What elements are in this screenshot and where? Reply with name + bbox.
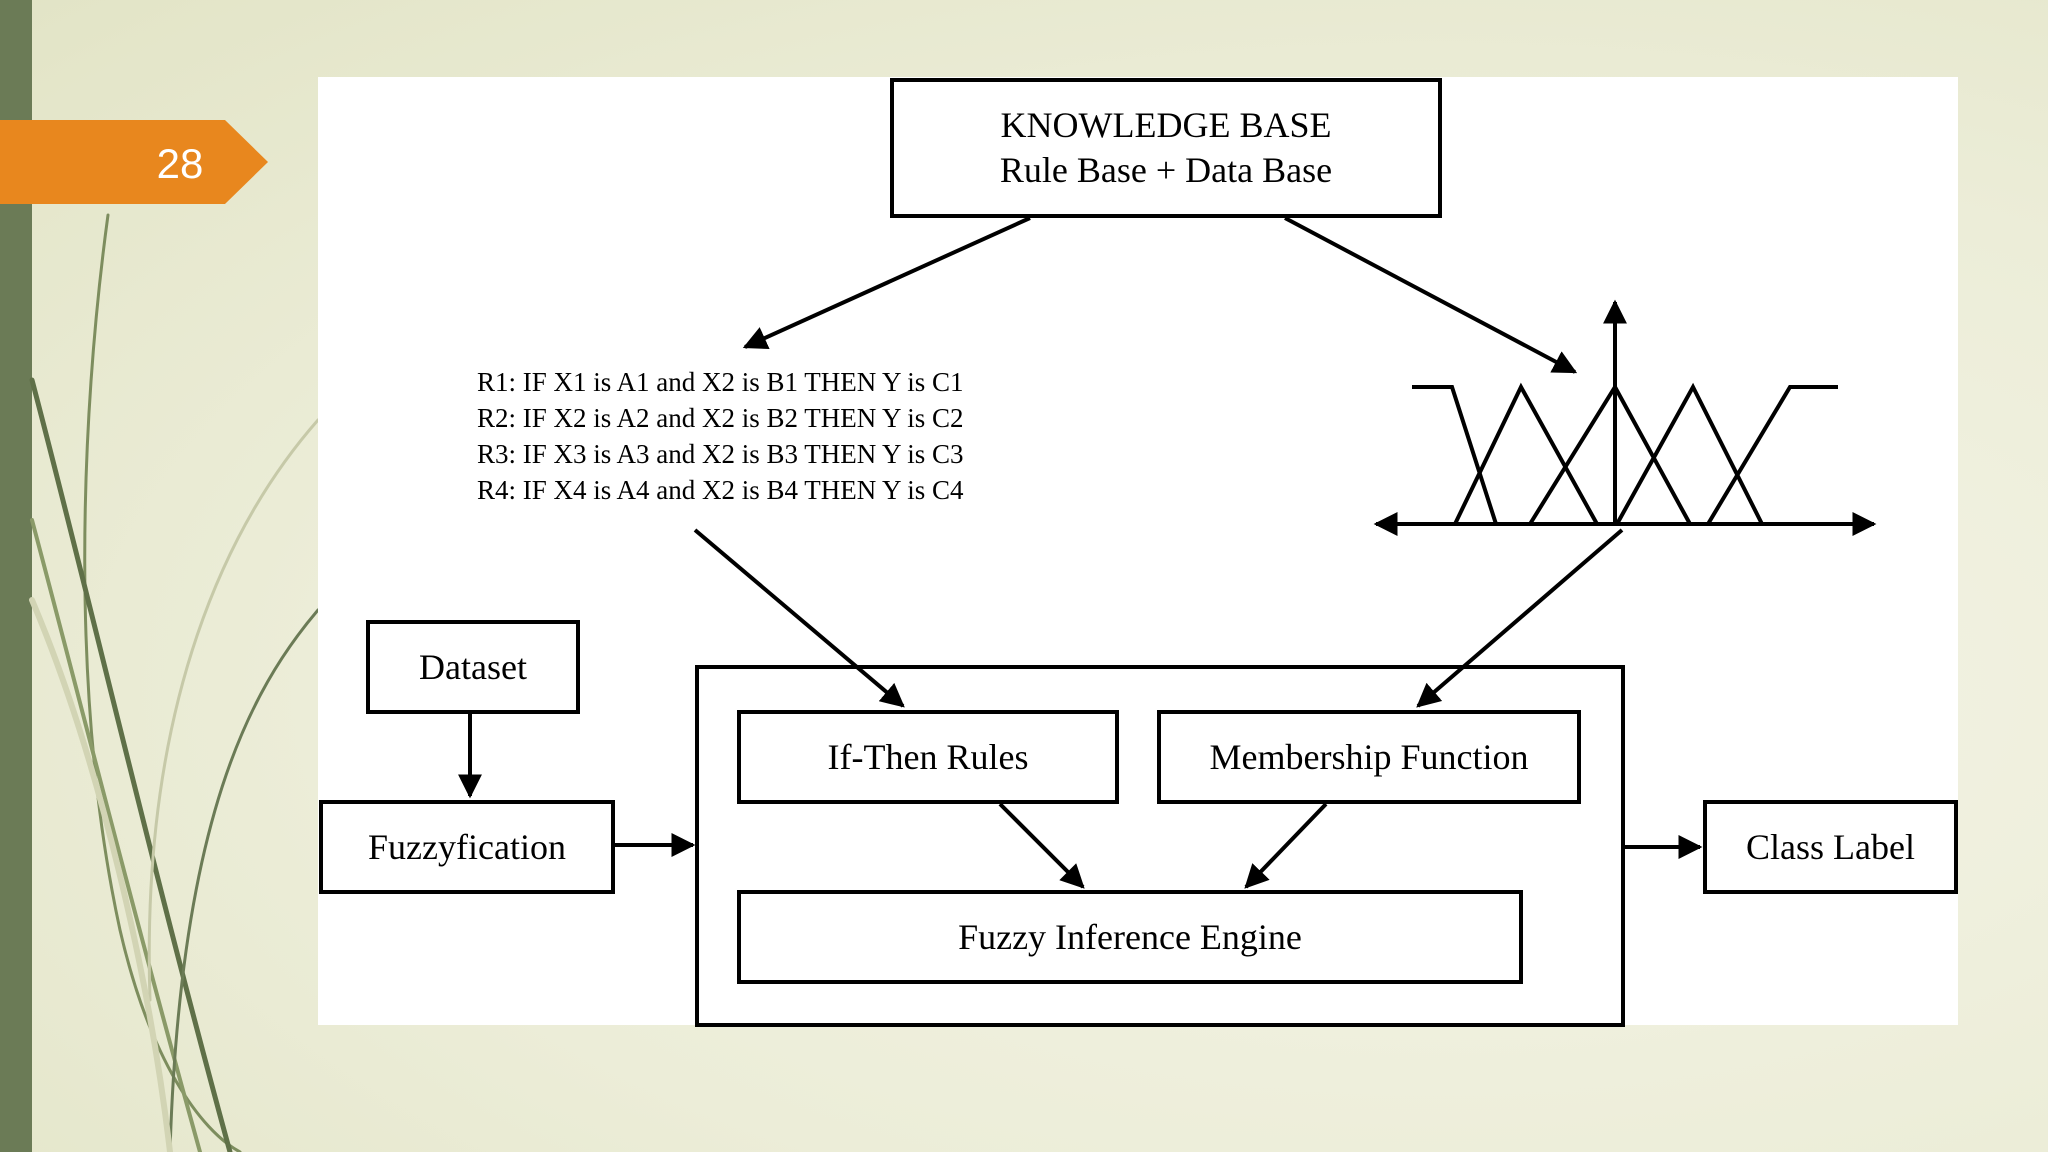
fuzzyfication-label: Fuzzyfication [368, 826, 566, 867]
knowledge-base-title: KNOWLEDGE BASE [1000, 105, 1332, 145]
membership-to-engine-arrow [1244, 802, 1328, 889]
rule-line: R4: IF X4 is A4 and X2 is B4 THEN Y is C… [477, 475, 964, 505]
inference-container [695, 665, 1625, 1027]
knowledge-base-subtitle: Rule Base + Data Base [999, 150, 1333, 190]
membership-function-box: Membership Function [1157, 710, 1581, 804]
if-then-to-engine-arrow [998, 802, 1085, 889]
knowledge-base-box: KNOWLEDGE BASE Rule Base + Data Base [890, 78, 1442, 218]
if-then-rules-label: If-Then Rules [827, 736, 1029, 777]
rule-list: R1: IF X1 is A1 and X2 is B1 THEN Y is C… [477, 364, 1037, 508]
fuzzy-inference-engine-label: Fuzzy Inference Engine [958, 916, 1302, 957]
membership-curve [1453, 382, 1599, 525]
dataset-label: Dataset [419, 646, 527, 687]
membership-curve [1706, 385, 1838, 526]
dataset-box: Dataset [366, 620, 580, 714]
rule-line: R3: IF X3 is A3 and X2 is B3 THEN Y is C… [477, 439, 964, 469]
membership-curve [1412, 385, 1498, 525]
kb-to-membership-arrow [1284, 216, 1578, 374]
membership-graph-icon [1373, 299, 1877, 536]
fuzzyfication-box: Fuzzyfication [319, 800, 615, 894]
membership-curve [1615, 382, 1764, 525]
if-then-rules-box: If-Then Rules [737, 710, 1119, 804]
fuzzy-inference-engine-box: Fuzzy Inference Engine [737, 890, 1523, 984]
rules-to-if-then-arrow [693, 528, 905, 708]
graph-to-membership-arrow [1416, 528, 1624, 708]
class-label-box: Class Label [1703, 800, 1958, 894]
rule-line: R1: IF X1 is A1 and X2 is B1 THEN Y is C… [477, 367, 964, 397]
page-number: 28 [156, 140, 204, 187]
class-label-label: Class Label [1746, 826, 1915, 867]
membership-curve [1528, 383, 1692, 526]
kb-to-rules-arrow [742, 216, 1031, 350]
membership-function-label: Membership Function [1209, 736, 1529, 777]
rule-line: R2: IF X2 is A2 and X2 is B2 THEN Y is C… [477, 403, 964, 433]
